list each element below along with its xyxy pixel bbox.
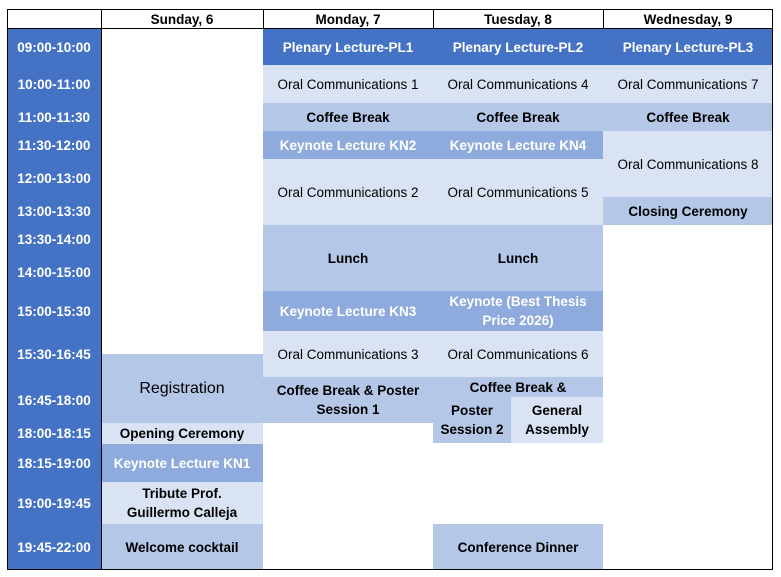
grid-divider-time: [101, 9, 102, 570]
time-slot: 14:00-15:00: [7, 253, 101, 291]
monday-oral-1: Oral Communications 1: [263, 65, 433, 103]
time-slot: 09:00-10:00: [7, 29, 101, 65]
tribute-line-1: Tribute Prof.: [142, 486, 222, 501]
monday-lunch: Lunch: [263, 225, 433, 291]
monday-keynote-kn2: Keynote Lecture KN2: [263, 131, 433, 159]
time-slot: 12:00-13:00: [7, 159, 101, 197]
corner-cell: [7, 9, 101, 29]
tuesday-poster-session-2: Poster Session 2: [433, 397, 511, 443]
time-slot: 13:00-13:30: [7, 197, 101, 225]
grid-divider-tuesday: [603, 9, 604, 29]
time-slot: 18:00-18:15: [7, 423, 101, 444]
tuesday-coffee-break: Coffee Break: [433, 103, 603, 131]
poster2-line-2: Session 2: [440, 422, 504, 437]
wednesday-oral-8: Oral Communications 8: [603, 131, 773, 197]
time-slot: 11:00-11:30: [7, 103, 101, 131]
poster2-line-1: Poster: [450, 403, 494, 418]
day-header-wednesday: Wednesday, 9: [603, 9, 773, 29]
tuesday-oral-4: Oral Communications 4: [433, 65, 603, 103]
time-slot: 10:00-11:00: [7, 65, 101, 103]
sunday-welcome-cocktail: Welcome cocktail: [101, 524, 263, 570]
sunday-opening-ceremony: Opening Ceremony: [101, 423, 263, 444]
time-slot: 19:45-22:00: [7, 524, 101, 570]
poster1-line-1: Coffee Break & Poster: [276, 383, 420, 398]
monday-coffee-poster-1: Coffee Break & Poster Session 1: [263, 377, 433, 423]
poster1-line-2: Session 1: [316, 402, 380, 417]
monday-oral-2: Oral Communications 2: [263, 159, 433, 225]
time-slot: 16:45-18:00: [7, 377, 101, 423]
tuesday-conference-dinner: Conference Dinner: [433, 524, 603, 570]
sunday-tribute: Tribute Prof. Guillermo Calleja: [101, 482, 263, 524]
tribute-line-2: Guillermo Calleja: [126, 505, 238, 520]
day-header-tuesday: Tuesday, 8: [433, 9, 603, 29]
wednesday-coffee-break: Coffee Break: [603, 103, 773, 131]
grid-divider-sunday: [263, 9, 264, 29]
sunday-registration: Registration: [101, 354, 263, 423]
wednesday-plenary-pl3: Plenary Lecture-PL3: [603, 29, 773, 65]
grid-border-right: [772, 9, 773, 570]
time-slot: 13:30-14:00: [7, 225, 101, 253]
monday-coffee-break: Coffee Break: [263, 103, 433, 131]
time-slot: 19:00-19:45: [7, 482, 101, 524]
time-slot: 11:30-12:00: [7, 131, 101, 159]
time-slot: 15:00-15:30: [7, 291, 101, 331]
time-slot: 18:15-19:00: [7, 444, 101, 482]
thesis-line-2: Price 2026): [482, 313, 554, 328]
monday-plenary-pl1: Plenary Lecture-PL1: [263, 29, 433, 65]
wednesday-oral-7: Oral Communications 7: [603, 65, 773, 103]
tuesday-oral-6: Oral Communications 6: [433, 331, 603, 377]
tuesday-general-assembly: General Assembly: [511, 397, 603, 443]
thesis-line-1: Keynote (Best Thesis: [449, 294, 587, 309]
tuesday-coffee-break-poster: Coffee Break &: [433, 377, 603, 397]
grid-border-bottom: [7, 569, 773, 570]
tuesday-plenary-pl2: Plenary Lecture-PL2: [433, 29, 603, 65]
time-slot: 15:30-16:45: [7, 331, 101, 377]
tuesday-lunch: Lunch: [433, 225, 603, 291]
monday-keynote-kn3: Keynote Lecture KN3: [263, 291, 433, 331]
day-header-monday: Monday, 7: [263, 9, 433, 29]
assembly-line-1: General: [531, 403, 583, 418]
sunday-keynote-kn1: Keynote Lecture KN1: [101, 444, 263, 482]
day-header-sunday: Sunday, 6: [101, 9, 263, 29]
wednesday-closing-ceremony: Closing Ceremony: [603, 197, 773, 225]
grid-border-left: [7, 9, 8, 570]
tuesday-oral-5: Oral Communications 5: [433, 159, 603, 225]
tuesday-keynote-best-thesis: Keynote (Best Thesis Price 2026): [433, 291, 603, 331]
monday-oral-3: Oral Communications 3: [263, 331, 433, 377]
grid-border-top: [7, 9, 773, 10]
tuesday-keynote-kn4: Keynote Lecture KN4: [433, 131, 603, 159]
assembly-line-2: Assembly: [525, 422, 589, 437]
grid-border-header: [7, 28, 773, 29]
grid-divider-monday: [433, 9, 434, 29]
